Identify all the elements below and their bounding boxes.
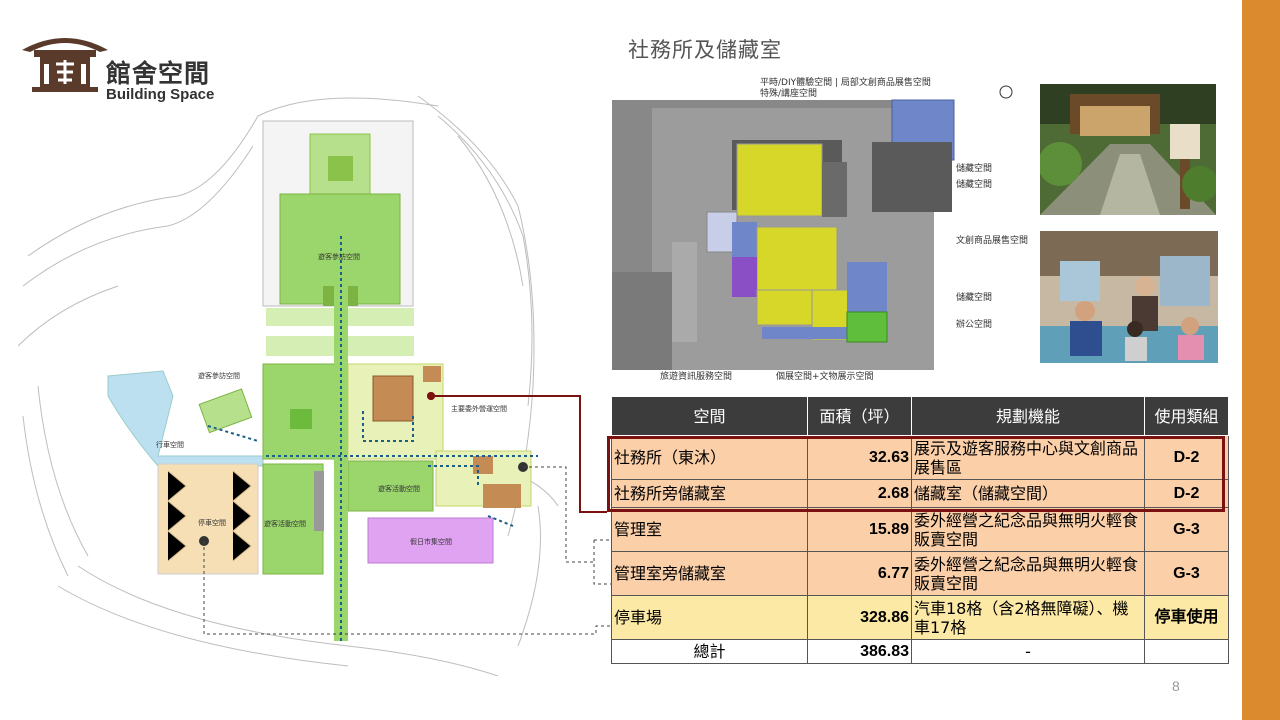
- space-table: 空間 面積（坪） 規劃機能 使用類組 社務所（東沐） 32.63 展示及遊客服務…: [611, 396, 1229, 664]
- row-type: D-2: [1144, 479, 1229, 508]
- total-area: 386.83: [807, 639, 912, 664]
- row-name: 社務所旁儲藏室: [611, 479, 808, 508]
- row-area: 15.89: [807, 507, 912, 552]
- header-function: 規劃機能: [911, 396, 1145, 436]
- row-function: 委外經營之紀念品與無明火輕食販賣空間: [911, 507, 1145, 552]
- table-row: 社務所旁儲藏室 2.68 儲藏室（儲藏空間） D-2: [611, 479, 1229, 508]
- logo-subtitle: Building Space: [106, 86, 215, 103]
- fp-label-exhibition: 個展空間+文物展示空間: [776, 372, 874, 382]
- fp-label-office: 辦公空間: [956, 320, 993, 330]
- table-row: 社務所（東沐） 32.63 展示及遊客服務中心與文創商品展售區 D-2: [611, 435, 1229, 480]
- table-row: 管理室 15.89 委外經營之紀念品與無明火輕食販賣空間 G-3: [611, 507, 1229, 552]
- row-function: 委外經營之紀念品與無明火輕食販賣空間: [911, 551, 1145, 596]
- total-function: -: [911, 639, 1145, 664]
- fp-label-storage-3: 儲藏空間: [956, 293, 993, 303]
- site-label-walkway: 行車空間: [156, 441, 184, 449]
- row-function: 儲藏室（儲藏空間）: [911, 479, 1145, 508]
- row-name: 社務所（東沐）: [611, 435, 808, 480]
- row-area: 2.68: [807, 479, 912, 508]
- accent-bar: [1242, 0, 1280, 720]
- fp-label-storage-2: 儲藏空間: [956, 180, 993, 190]
- row-function: 汽車18格（含2格無障礙）、機車17格: [911, 595, 1145, 640]
- logo-title: 館舍空間: [106, 59, 211, 88]
- total-type: [1144, 639, 1229, 664]
- table-total-row: 總計 386.83 -: [611, 639, 1229, 664]
- row-type: G-3: [1144, 551, 1229, 596]
- fp-label-creative-sales: 文創商品展售空間: [956, 236, 1029, 246]
- row-type: 停車使用: [1144, 595, 1229, 640]
- page-number: 8: [1172, 678, 1180, 694]
- row-name: 管理室旁儲藏室: [611, 551, 808, 596]
- header-space: 空間: [611, 396, 808, 436]
- table-row: 停車場 328.86 汽車18格（含2格無障礙）、機車17格 停車使用: [611, 595, 1229, 640]
- row-area: 6.77: [807, 551, 912, 596]
- row-name: 停車場: [611, 595, 808, 640]
- site-label-visitor-activity-right: 遊客活動空間: [378, 485, 420, 493]
- shrine-office-photo: [1040, 84, 1216, 215]
- row-function: 展示及遊客服務中心與文創商品展售區: [911, 435, 1145, 480]
- site-label-parking: 停車空間: [198, 519, 226, 527]
- section-title: 社務所及儲藏室: [628, 38, 782, 62]
- floor-plan: 平時/DIY體驗空間 | 局部文創商品展售空間 特殊/講座空間 儲藏空間 儲藏空…: [612, 72, 1032, 392]
- row-type: D-2: [1144, 435, 1229, 480]
- site-label-visitor-activity-left: 遊客活動空間: [264, 520, 306, 528]
- site-label-visitor-visit: 遊客參訪空間: [198, 372, 240, 380]
- row-name: 管理室: [611, 507, 808, 552]
- diy-activity-photo: [1040, 231, 1218, 363]
- logo: [20, 24, 230, 108]
- site-plan: 遊客參訪空間 遊客參訪空間 主要委外營運空間 行車空間 遊客活動空間 遊客活動空…: [17, 86, 578, 677]
- header-area: 面積（坪）: [807, 396, 912, 436]
- fp-label-storage-1: 儲藏空間: [956, 164, 993, 174]
- site-label-main-outsourced: 主要委外營運空間: [451, 405, 507, 413]
- header-type: 使用類組: [1144, 396, 1229, 436]
- fp-label-tourist-info: 旅遊資訊服務空間: [660, 372, 733, 382]
- fp-label-top-function-1: 平時/DIY體驗空間 | 局部文創商品展售空間: [760, 78, 931, 88]
- site-label-holiday-market: 假日市集空間: [410, 538, 452, 546]
- table-row: 管理室旁儲藏室 6.77 委外經營之紀念品與無明火輕食販賣空間 G-3: [611, 551, 1229, 596]
- shrine-logo-icon: [22, 38, 108, 92]
- fp-label-top-function-2: 特殊/講座空間: [760, 89, 818, 99]
- row-type: G-3: [1144, 507, 1229, 552]
- row-area: 32.63: [807, 435, 912, 480]
- total-label: 總計: [611, 639, 808, 664]
- row-area: 328.86: [807, 595, 912, 640]
- site-label-visitor-worship: 遊客參訪空間: [318, 253, 360, 261]
